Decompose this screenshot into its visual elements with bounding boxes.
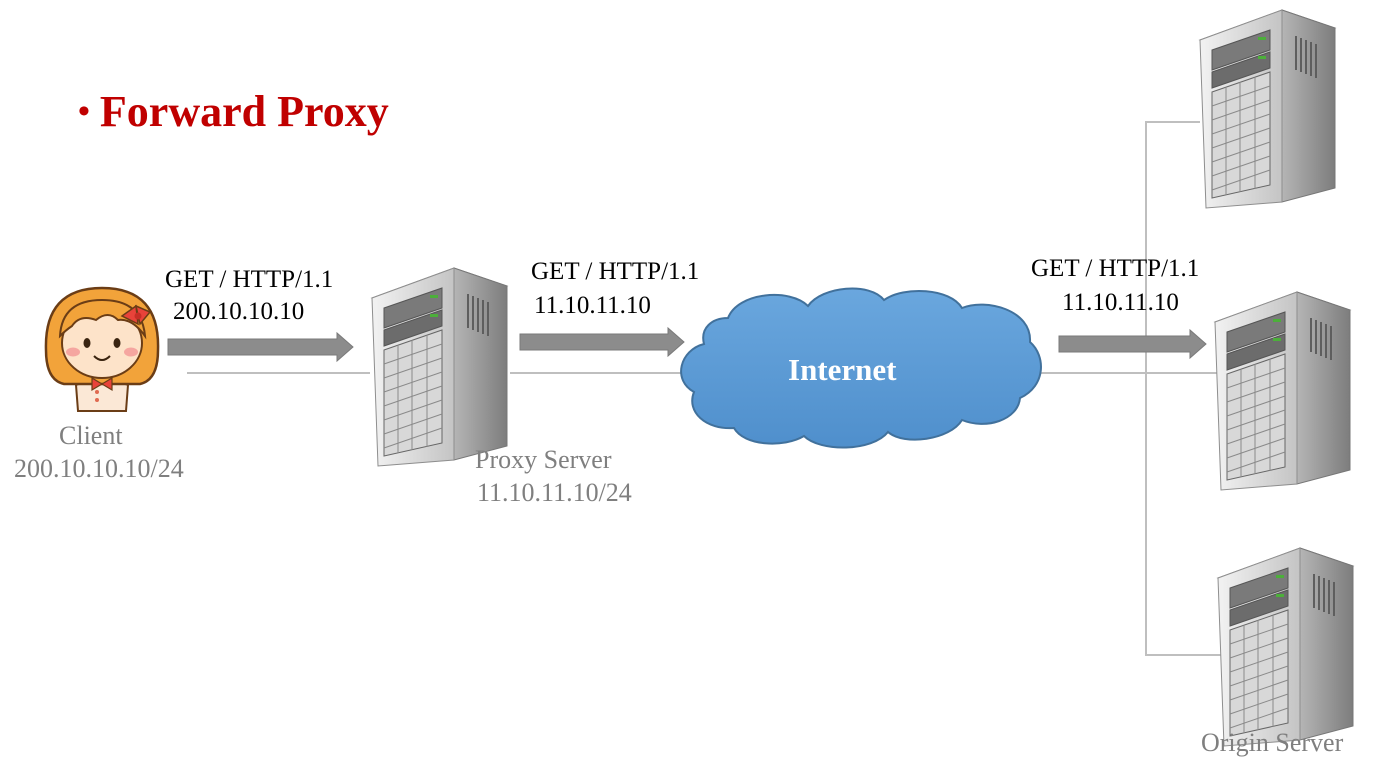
origin-bus-link bbox=[1145, 121, 1222, 656]
arrow-proxy-to-internet bbox=[519, 326, 685, 358]
internet-label: Internet bbox=[788, 352, 897, 387]
title-text: Forward Proxy bbox=[99, 87, 389, 136]
proxy-request-method: GET / HTTP/1.1 bbox=[531, 258, 700, 285]
client-avatar-icon bbox=[44, 286, 160, 412]
proxy-server-icon bbox=[371, 267, 508, 467]
connector-lines bbox=[187, 121, 1222, 656]
proxy-server-address: 11.10.11.10/24 bbox=[477, 478, 632, 507]
client-label: Client bbox=[59, 421, 123, 450]
client-request-ip: 200.10.10.10 bbox=[173, 298, 305, 325]
origin-server-2-icon bbox=[1214, 291, 1351, 491]
origin-server-1-icon bbox=[1199, 9, 1336, 209]
client-address: 200.10.10.10/24 bbox=[14, 454, 184, 483]
arrows bbox=[167, 326, 1207, 363]
internet-cloud-icon bbox=[680, 287, 1042, 449]
arrow-client-to-proxy bbox=[167, 331, 354, 363]
page-title: •Forward Proxy bbox=[78, 86, 389, 137]
arrow-internet-to-origin bbox=[1058, 328, 1207, 360]
proxy-request-ip: 11.10.11.10 bbox=[534, 292, 651, 319]
origin-server-3-icon bbox=[1217, 547, 1354, 747]
title-bullet: • bbox=[78, 93, 90, 130]
internet-request-ip: 11.10.11.10 bbox=[1062, 289, 1179, 316]
client-request-method: GET / HTTP/1.1 bbox=[165, 266, 334, 293]
internet-request-method: GET / HTTP/1.1 bbox=[1031, 255, 1200, 282]
origin-server-label: Origin Server bbox=[1201, 728, 1344, 757]
proxy-server-label: Proxy Server bbox=[475, 445, 612, 474]
